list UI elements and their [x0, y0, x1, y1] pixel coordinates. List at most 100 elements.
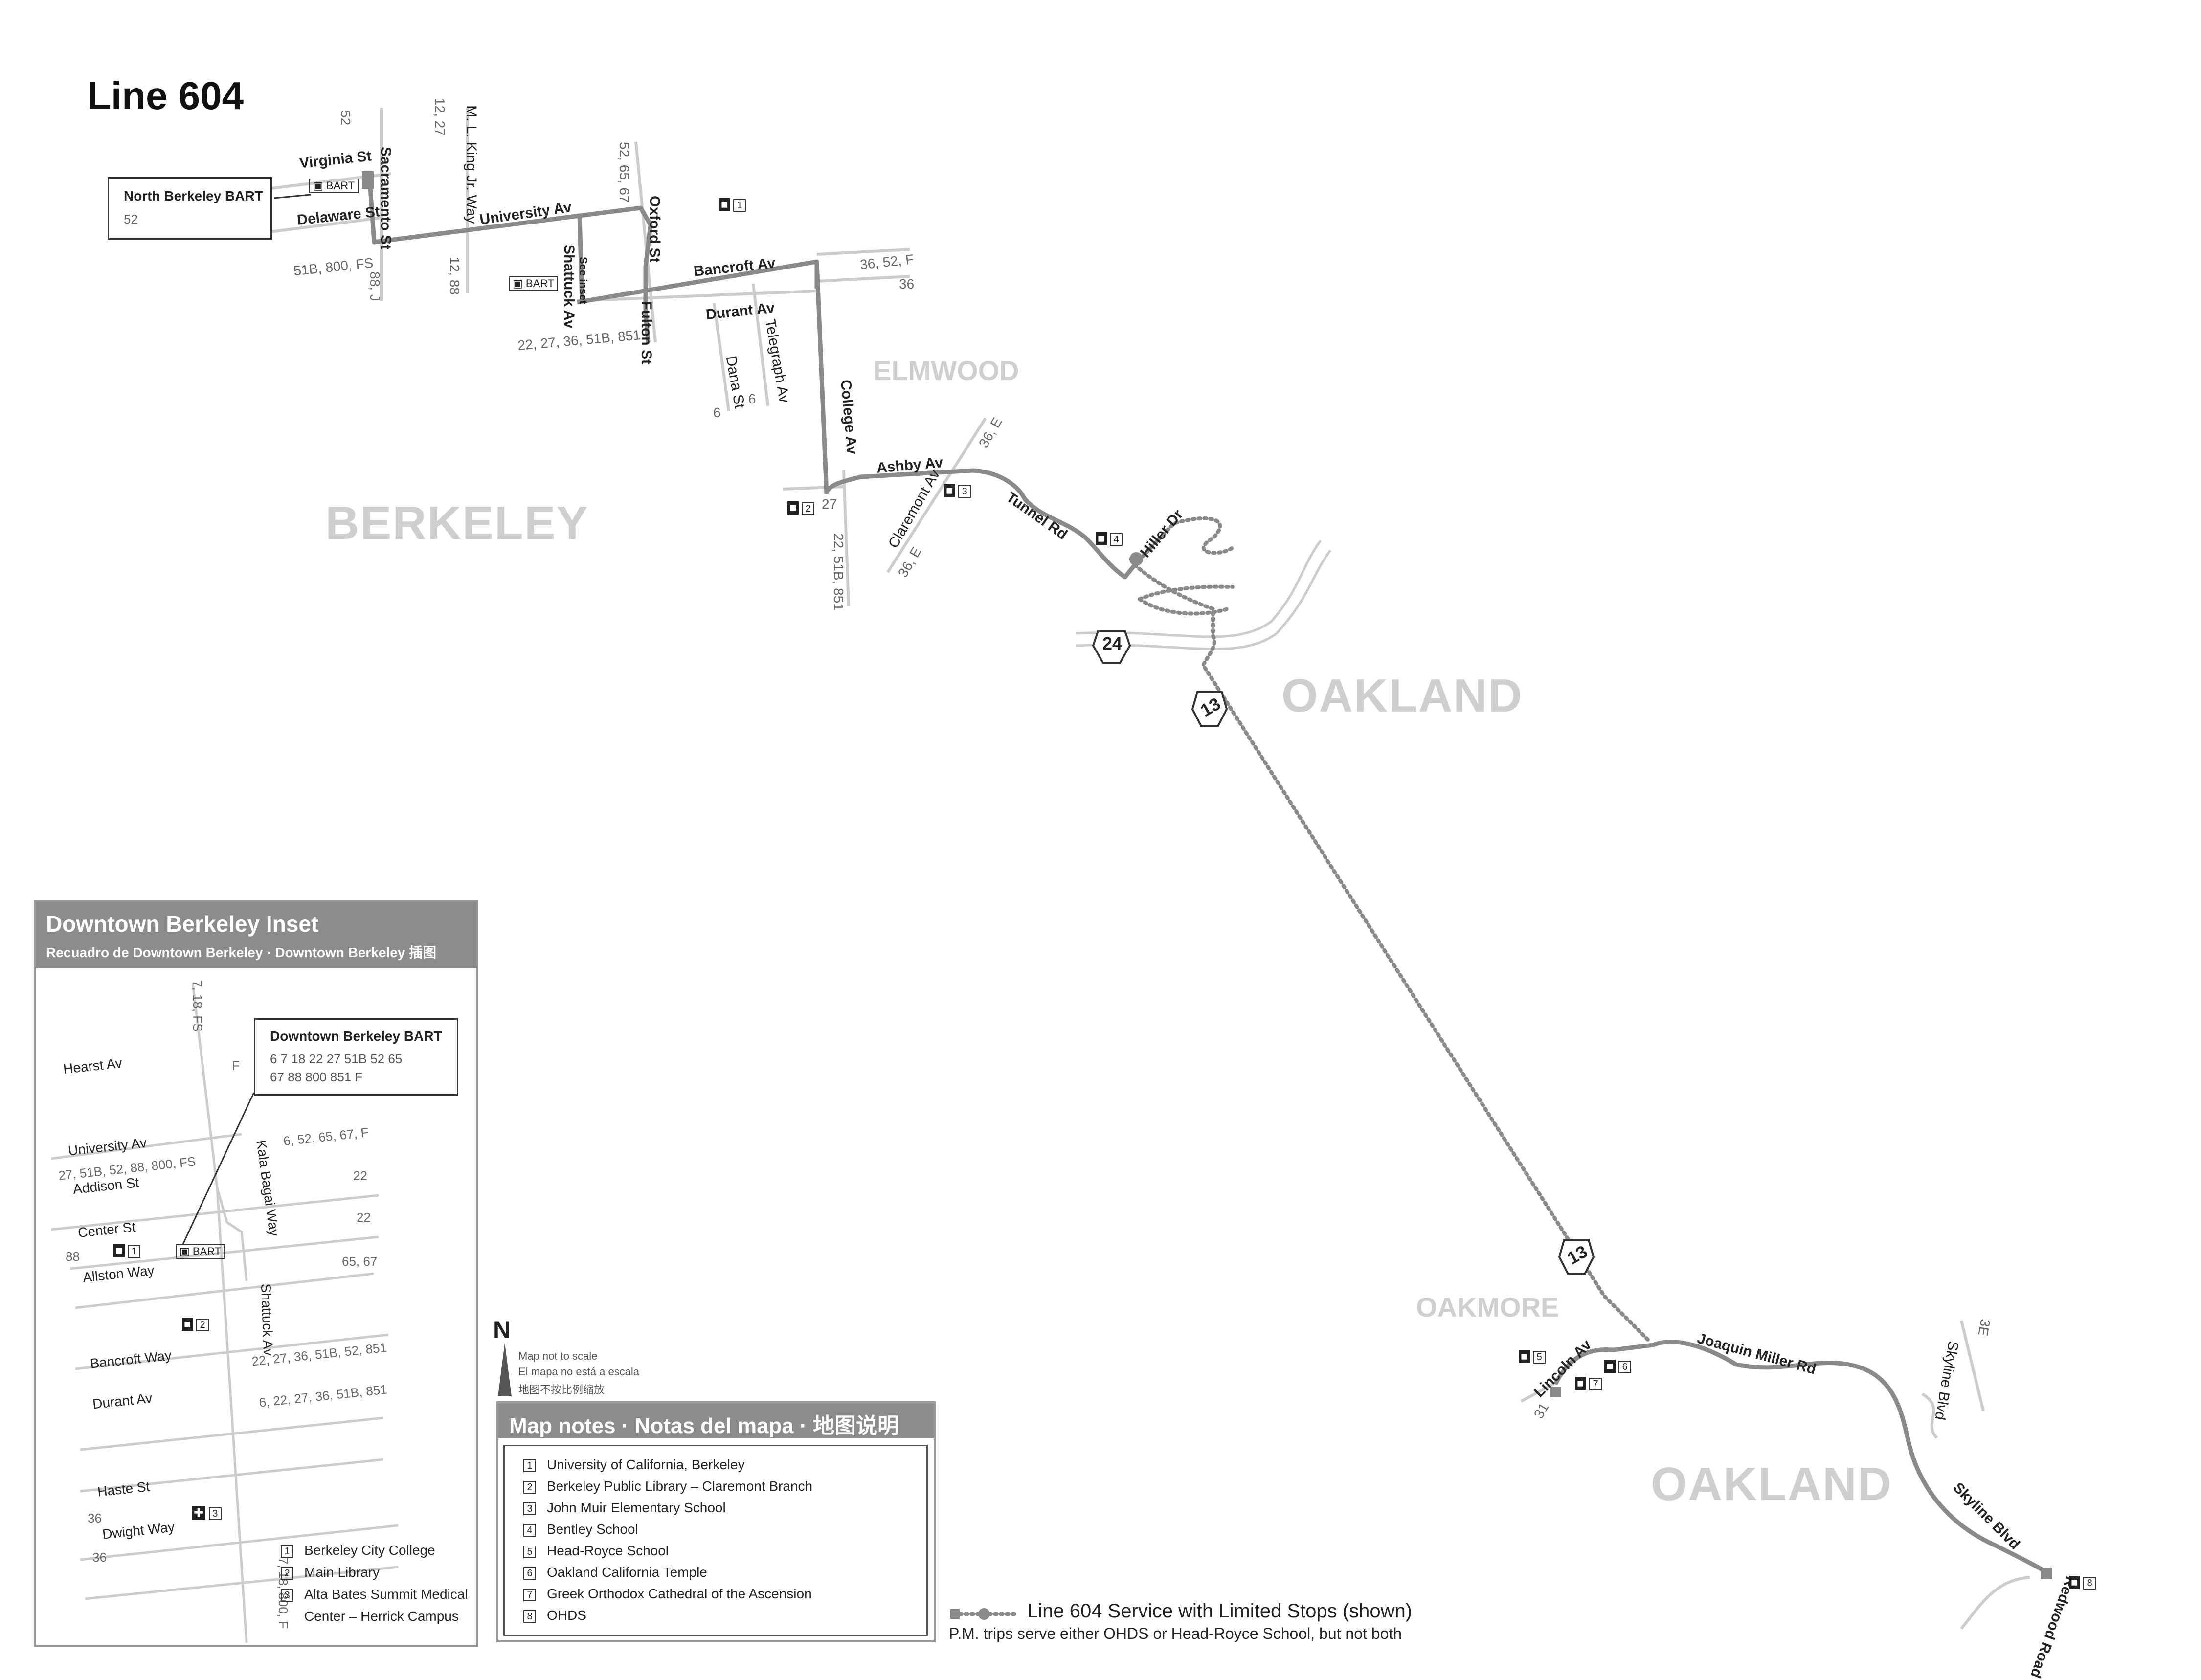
redwood-stop — [2041, 1568, 2052, 1579]
train-icon: ▣ — [313, 179, 323, 192]
inset-poi-1-icon: ■ 1 — [113, 1244, 141, 1258]
line-604-dotted — [1133, 516, 1650, 1342]
bart-label: BART — [192, 1245, 222, 1257]
area-oakmore: OAKMORE — [1416, 1292, 1559, 1322]
inset-line-allston: 65, 67 — [342, 1254, 378, 1269]
north-berkeley-bart-box: North Berkeley BART 52 — [108, 177, 272, 240]
inset-poi-3-icon: ✚ 3 — [192, 1506, 222, 1520]
north-berkeley-bart-lines: 52 — [124, 212, 138, 226]
line-604-route — [367, 173, 2048, 1574]
highway-13-shield-icon-2 — [1558, 1239, 1595, 1275]
area-oakland-south: OAKLAND — [1651, 1458, 1892, 1510]
train-icon: ▣ — [180, 1245, 190, 1257]
inset-leader-line — [182, 1092, 255, 1245]
inset-line-center-88: 88 — [66, 1249, 80, 1264]
lines-telegraph-6: 6 — [748, 391, 756, 406]
inset-map — [50, 982, 399, 1643]
poi-2-library-icon: ■ 2 — [787, 501, 815, 515]
area-oakland-north: OAKLAND — [1281, 670, 1523, 722]
lines-mlk-12-88: 12, 88 — [447, 257, 462, 295]
service-legend-note: P.M. trips serve either OHDS or Head-Roy… — [949, 1625, 1402, 1642]
scale-note-en: Map not to scale — [518, 1350, 598, 1362]
inset-line-haste-36: 36 — [88, 1511, 102, 1525]
north-berkeley-bart-title: North Berkeley BART — [124, 188, 263, 203]
inset-note-3-cont: Center – Herrick Campus — [304, 1609, 459, 1624]
street-shattuck: Shattuck Av — [561, 245, 577, 329]
poi-8-ohds-icon: ■ 8 — [2069, 1576, 2096, 1590]
lines-sac-52: 52 — [338, 110, 353, 126]
area-elmwood: ELMWOOD — [873, 355, 1019, 386]
map-notes-title: Map notes · Notas del mapa · 地图说明 — [509, 1414, 899, 1438]
inset-line-hearst-f: F — [232, 1058, 240, 1073]
north-berkeley-leader — [273, 194, 311, 199]
poi-3-school-icon: ■ 3 — [944, 484, 971, 498]
lines-sac-88j: 88, J — [367, 271, 382, 301]
inset-poi-2-icon: ■ 2 — [182, 1318, 209, 1331]
hiller-stop — [1129, 552, 1143, 566]
lines-college-22: 22, 51B, 851 — [831, 533, 846, 611]
map-notes-header: Map notes · Notas del mapa · 地图说明 — [498, 1403, 934, 1438]
downtown-bart-box: Downtown Berkeley BART 6 7 18 22 27 51B … — [254, 1018, 458, 1096]
inset-bart-badge: ▣ BART — [176, 1244, 225, 1259]
north-arrow-icon — [498, 1343, 512, 1396]
poi-1-university-icon: ■ 1 — [719, 198, 746, 212]
lines-dana-6: 6 — [713, 405, 721, 420]
street-oxford: Oxford St — [647, 196, 663, 263]
bart-badge-downtown: ▣ BART — [509, 276, 559, 291]
street-mlk: M. L. King Jr. Way — [463, 105, 479, 224]
downtown-bart-title: Downtown Berkeley BART — [270, 1029, 442, 1044]
lines-skyline-3e: 3E — [1975, 1318, 1993, 1337]
highway-24-label: 24 — [1102, 633, 1123, 653]
area-berkeley: BERKELEY — [325, 497, 589, 549]
scale-note-zh: 地图不按比例缩放 — [518, 1384, 605, 1396]
lines-mlk-12-27: 12, 27 — [432, 98, 448, 136]
highway-24-shield-icon — [1092, 630, 1131, 664]
background-streets — [266, 108, 2030, 1630]
scale-note-es: El mapa no está a escala — [518, 1366, 640, 1378]
lines-college-27: 27 — [822, 496, 837, 512]
downtown-inset-panel: Downtown Berkeley Inset Recuadro de Down… — [34, 900, 478, 1647]
lines-durant-east: 36 — [899, 276, 915, 291]
bart-badge-north-berkeley: ▣ BART — [309, 179, 359, 193]
street-sacramento: Sacramento St — [378, 147, 394, 250]
inset-title: Downtown Berkeley Inset — [46, 911, 319, 937]
inset-subtitle: Recuadro de Downtown Berkeley · Downtown… — [46, 945, 437, 960]
downtown-bart-lines-1: 6 7 18 22 27 51B 52 65 — [270, 1052, 403, 1066]
see-inset-note: See inset — [577, 257, 589, 304]
service-legend-label: Line 604 Service with Limited Stops (sho… — [1027, 1600, 1413, 1622]
poi-6-temple-icon: ■ 6 — [1604, 1360, 1632, 1373]
highway-13-shield-icon — [1191, 691, 1228, 727]
north-arrow-label: N — [493, 1316, 511, 1344]
lines-oxford: 52, 65, 67 — [617, 142, 632, 203]
highway-24 — [1076, 539, 1332, 650]
bart-label: BART — [525, 277, 555, 290]
lincoln-stop — [1550, 1387, 1561, 1397]
poi-4-school-icon: ■ 4 — [1096, 532, 1123, 546]
poi-7-cathedral-icon: ■ 7 — [1575, 1377, 1602, 1390]
skyline-north-road — [1921, 1392, 1938, 1439]
downtown-bart-lines-2: 67 88 800 851 F — [270, 1070, 363, 1084]
train-icon: ▣ — [513, 277, 523, 290]
bart-label: BART — [326, 179, 355, 192]
inset-line-addison-22: 22 — [353, 1168, 367, 1183]
inset-line-center-22: 22 — [357, 1210, 371, 1225]
north-berkeley-bart-stop — [362, 171, 374, 189]
inset-line-dwight-36: 36 — [92, 1550, 107, 1565]
page-title: Line 604 — [87, 74, 244, 117]
poi-5-school-icon: ■ 5 — [1519, 1350, 1546, 1364]
inset-header: Downtown Berkeley Inset Recuadro de Down… — [36, 902, 476, 968]
